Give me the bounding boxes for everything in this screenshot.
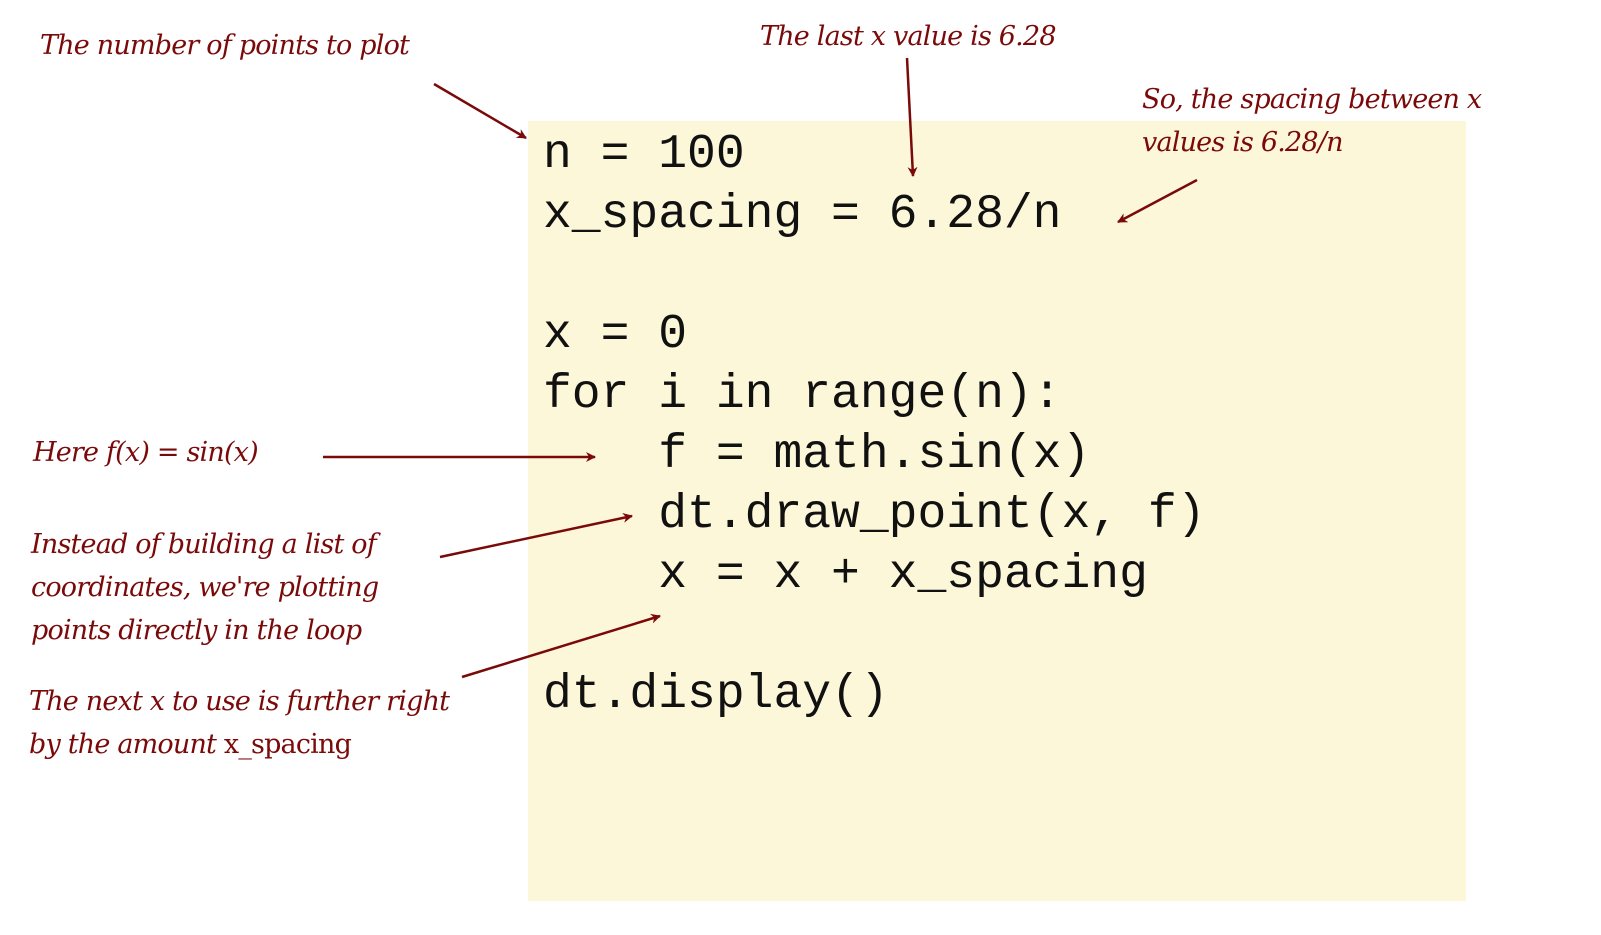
annotation-fx: Here f(x) = sin(x) [33,437,259,468]
annotation-line: Instead of building a list of [31,529,377,560]
annotation-text: by the amount [29,729,224,760]
annotation-line: points directly in the loop [31,615,362,646]
code-line: for i in range(n): [543,368,1062,422]
code-line: x = 0 [543,308,688,362]
arrow-num-points [433,82,527,140]
annotation-line: So, the spacing between x [1142,84,1482,115]
annotation-next-x: The next x to use is further right by th… [29,680,450,766]
arrow-instead [439,512,633,559]
annotation-line: values is 6.28/n [1142,127,1343,158]
annotation-line: coordinates, we're plotting [31,572,379,603]
code-block: n = 100 x_spacing = 6.28/n x = 0 for i in r… [543,125,1206,725]
annotation-num-points: The number of points to plot [40,30,410,61]
arrow-spacing [1117,178,1198,224]
arrow-next-x [461,613,661,679]
code-line: x = x + x_spacing [543,548,1148,602]
annotation-last-x: The last x value is 6.28 [760,21,1057,52]
annotation-line: by the amount x_spacing [29,723,449,766]
annotation-code: x_spacing [223,729,352,760]
code-line: n = 100 [543,128,745,182]
code-line: dt.display() [543,668,889,722]
code-line: dt.draw_point(x, f) [543,488,1206,542]
code-line: x_spacing = 6.28/n [543,188,1062,242]
annotation-line: The next x to use is further right [29,686,450,717]
code-panel [528,121,1466,901]
arrow-last-x [905,57,918,177]
annotation-instead: Instead of building a list of coordinate… [31,523,379,652]
code-line: f = math.sin(x) [543,428,1091,482]
annotation-spacing: So, the spacing between x values is 6.28… [1142,78,1482,164]
